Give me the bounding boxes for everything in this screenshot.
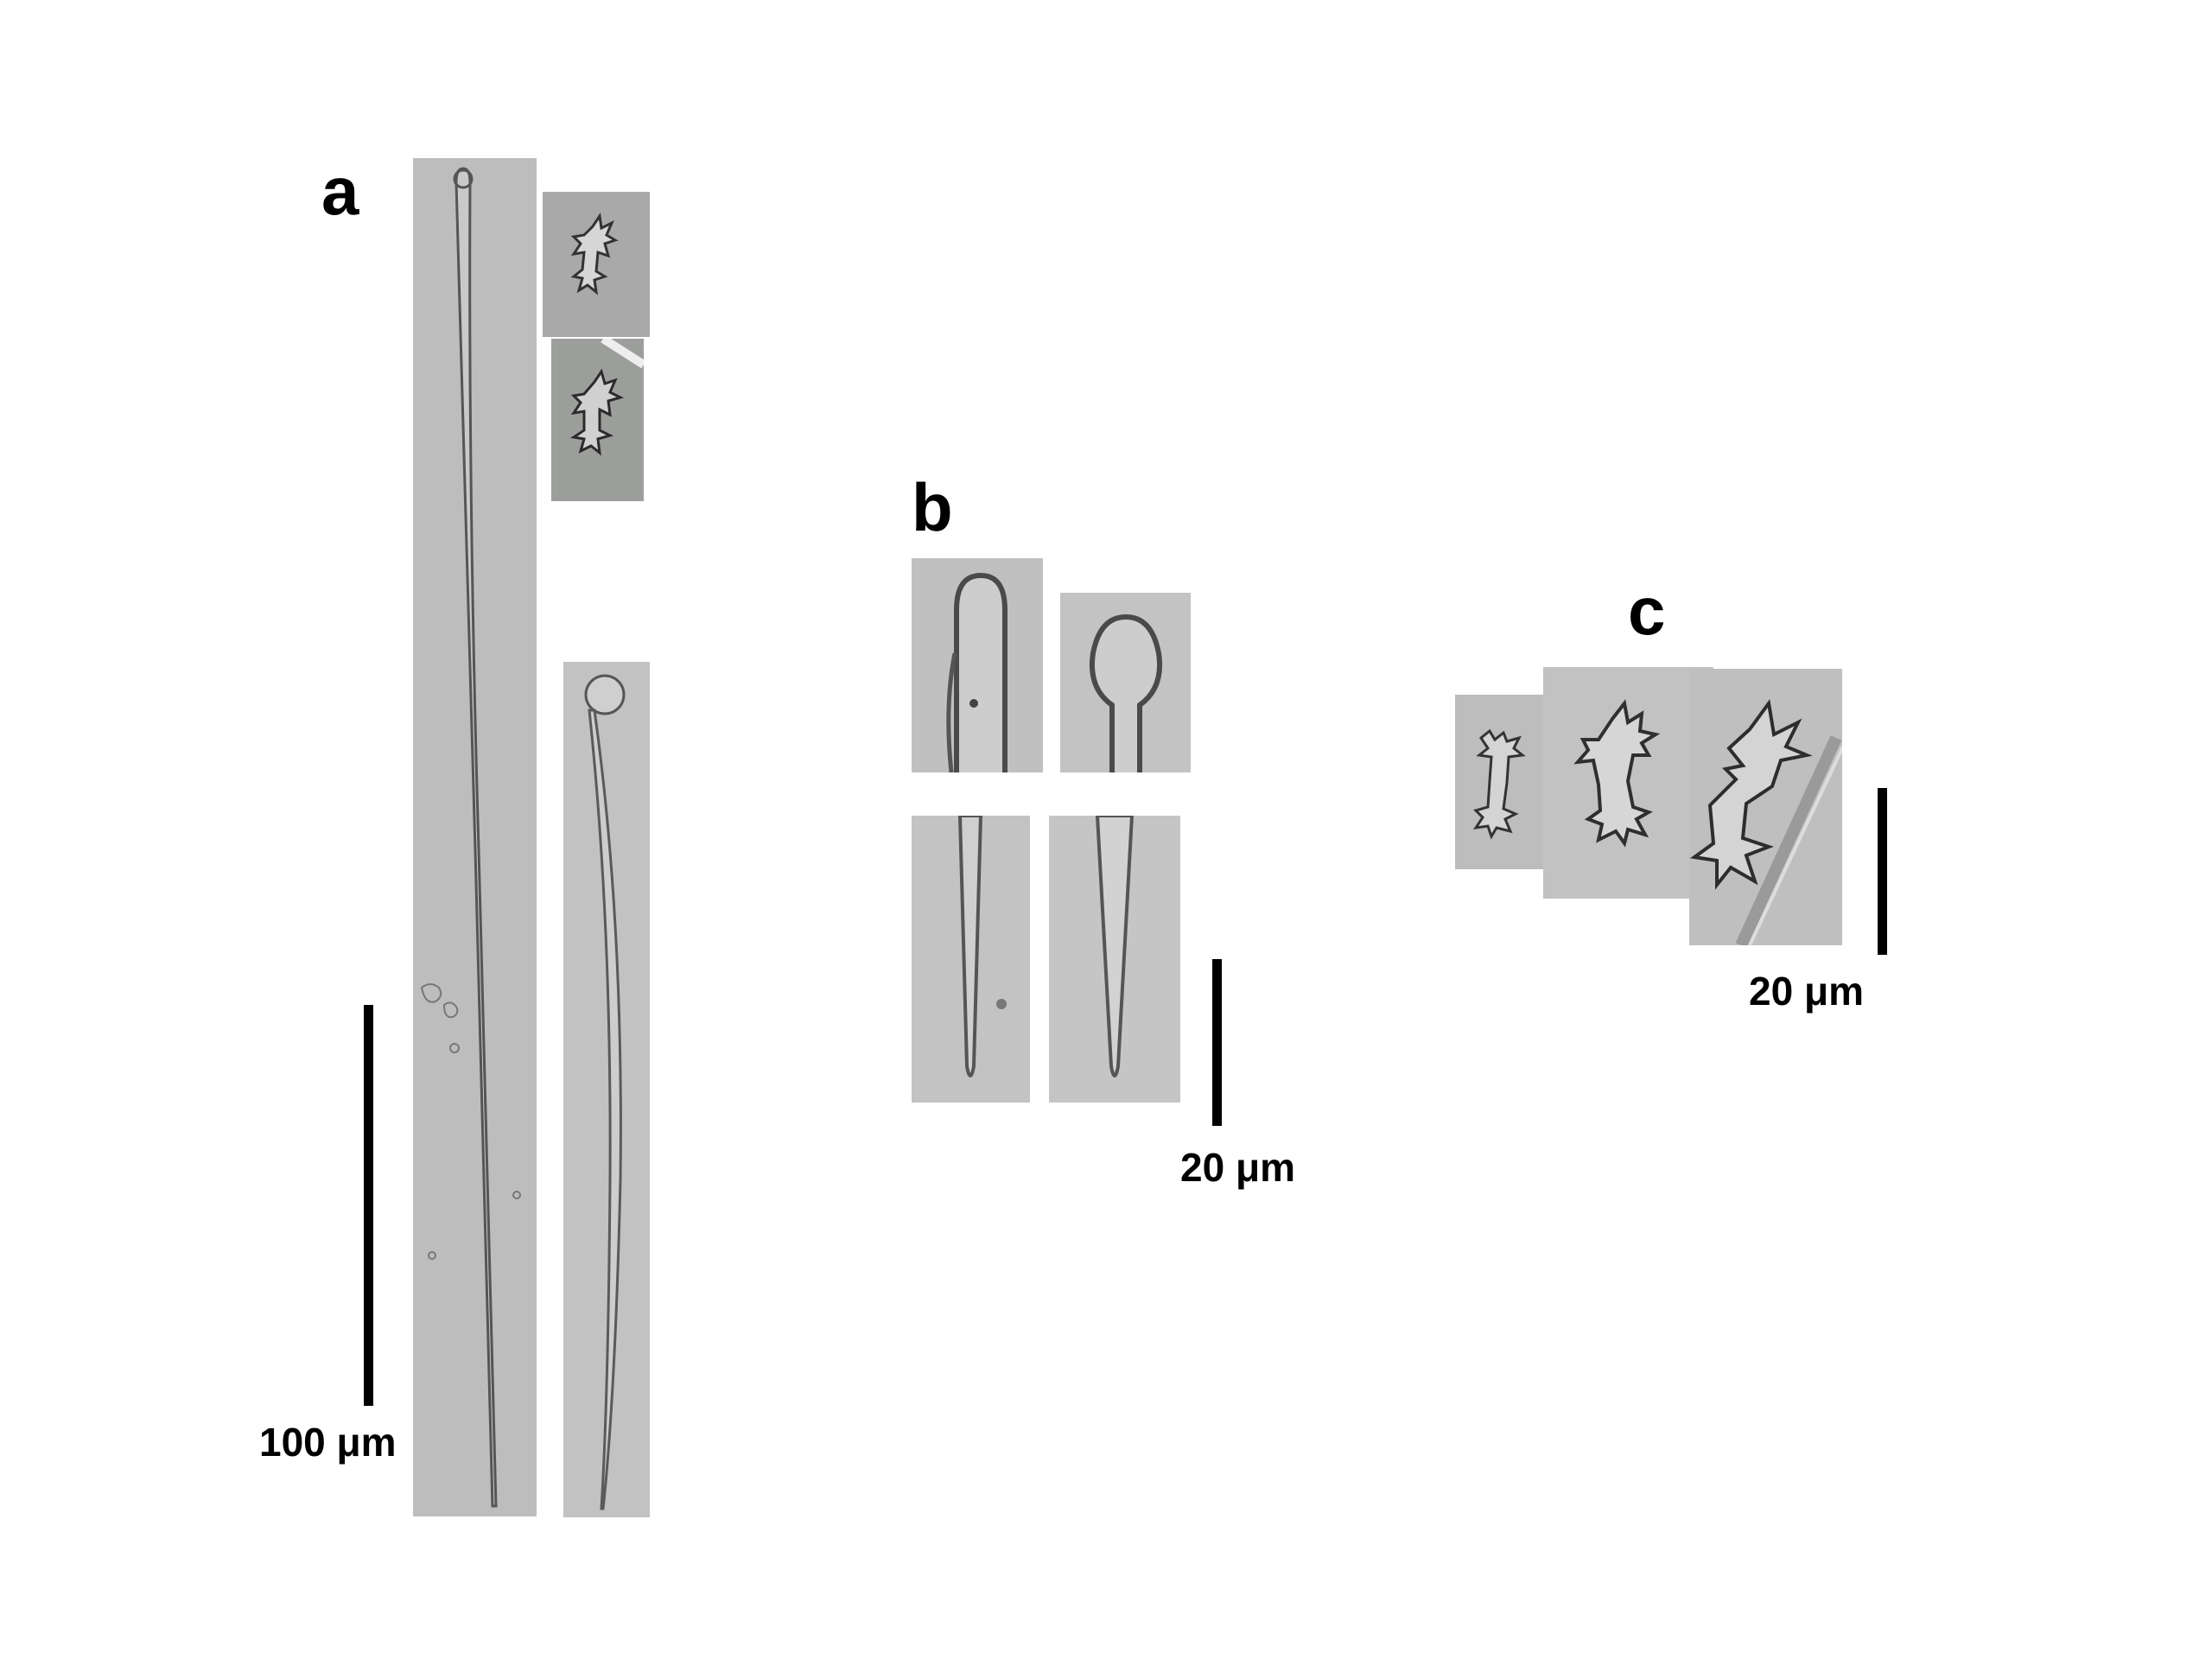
micrograph-sigmaspire-2 [1543,667,1713,899]
scale-bar-c [1878,788,1887,955]
scale-label-b: 20 μm [1180,1145,1295,1190]
micrograph-sigmaspire-bottom [551,339,644,501]
micrograph-sigmaspire-3 [1689,669,1842,945]
micrograph-sigmaspire-top [543,192,650,337]
panel-label-b: b [912,469,953,545]
scale-label-a: 100 μm [259,1420,397,1465]
micrograph-head-1 [912,558,1043,772]
scale-bar-a [364,1005,373,1406]
micrograph-short-spicule [563,662,650,1517]
micrograph-sigmaspire-1 [1455,695,1543,869]
panel-label-c: c [1628,573,1666,649]
panel-label-a: a [321,153,359,229]
scale-label-c: 20 μm [1749,969,1864,1014]
micrograph-long-spicule [413,158,537,1516]
micrograph-tip-1 [912,816,1030,1103]
micrograph-head-2 [1060,593,1191,772]
scale-bar-b [1212,959,1222,1126]
micrograph-tip-2 [1049,816,1180,1103]
